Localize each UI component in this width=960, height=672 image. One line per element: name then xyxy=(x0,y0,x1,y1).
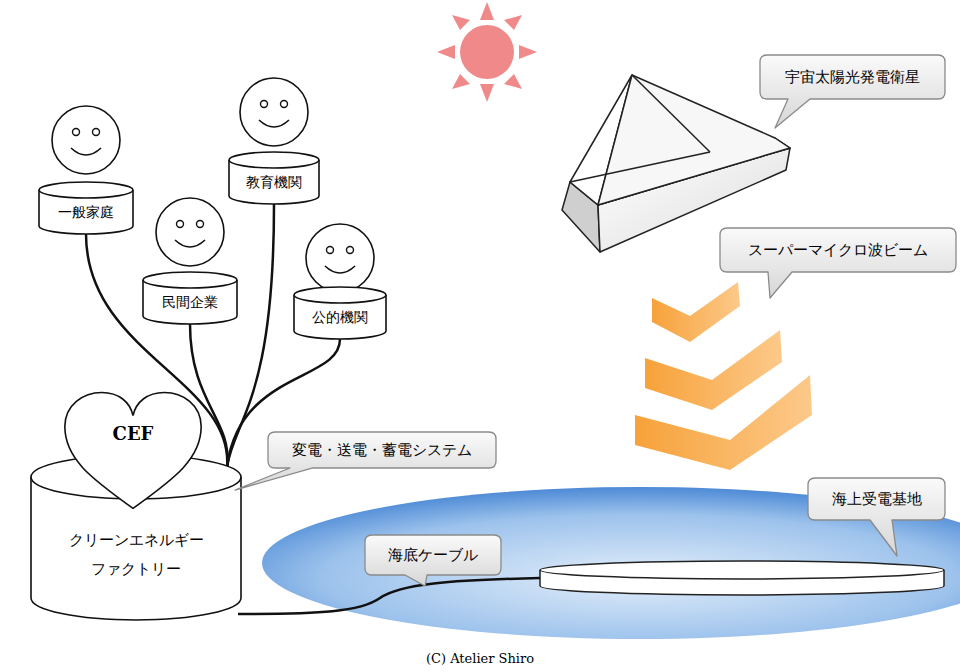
node-label: 海底ケーブル xyxy=(388,546,478,565)
text-holder: 海底ケーブル xyxy=(365,535,501,575)
school-cylinder: 教育機関 xyxy=(228,76,320,204)
callout-box: 宇宙太陽光発電衛星 xyxy=(760,55,945,99)
callout-box: スーパーマイクロ波ビーム xyxy=(720,228,956,272)
text-holder: 海上受電基地 xyxy=(808,478,945,520)
text-holder: 民間企業 xyxy=(142,288,238,318)
branch-line xyxy=(227,204,274,466)
household-cylinder: 一般家庭 xyxy=(38,104,134,234)
node-label: クリーンエネルギー ファクトリー xyxy=(45,526,227,583)
solar-satellite xyxy=(562,75,790,252)
offshore-platform xyxy=(540,561,944,595)
text-holder: 一般家庭 xyxy=(38,198,134,228)
text-holder: 宇宙太陽光発電衛星 xyxy=(760,55,945,99)
callout-box: 変電・送電・蓄電システム xyxy=(268,432,496,468)
node-label: スーパーマイクロ波ビーム xyxy=(748,241,928,260)
text-holder: クリーンエネルギー ファクトリー xyxy=(30,507,242,602)
callout-box: 海底ケーブル xyxy=(365,535,501,575)
node-label: 一般家庭 xyxy=(58,204,114,222)
text-holder: 変電・送電・蓄電システム xyxy=(268,432,496,468)
node-label: 教育機関 xyxy=(246,174,302,192)
text-holder: 公的機関 xyxy=(293,303,387,333)
node-label: 海上受電基地 xyxy=(832,490,922,509)
cef-heart: CEF xyxy=(62,390,204,512)
submarine-cable xyxy=(238,578,540,614)
microwave-beam xyxy=(635,282,812,470)
sun xyxy=(437,2,537,102)
node-shape xyxy=(62,390,204,512)
copyright-note: (C) Atelier Shiro xyxy=(0,651,960,666)
node-label: CEF xyxy=(113,423,154,444)
callout-box: 海上受電基地 xyxy=(808,478,945,520)
company-cylinder: 民間企業 xyxy=(142,196,238,324)
text-holder: スーパーマイクロ波ビーム xyxy=(720,228,956,272)
node-label: 民間企業 xyxy=(162,294,218,312)
node-label: 公的機関 xyxy=(312,309,368,327)
public-cylinder: 公的機関 xyxy=(293,222,387,339)
node-label: 変電・送電・蓄電システム xyxy=(292,441,472,460)
text-holder: 教育機関 xyxy=(228,168,320,198)
text-holder: CEF xyxy=(62,408,204,459)
node-label: 宇宙太陽光発電衛星 xyxy=(785,68,920,87)
